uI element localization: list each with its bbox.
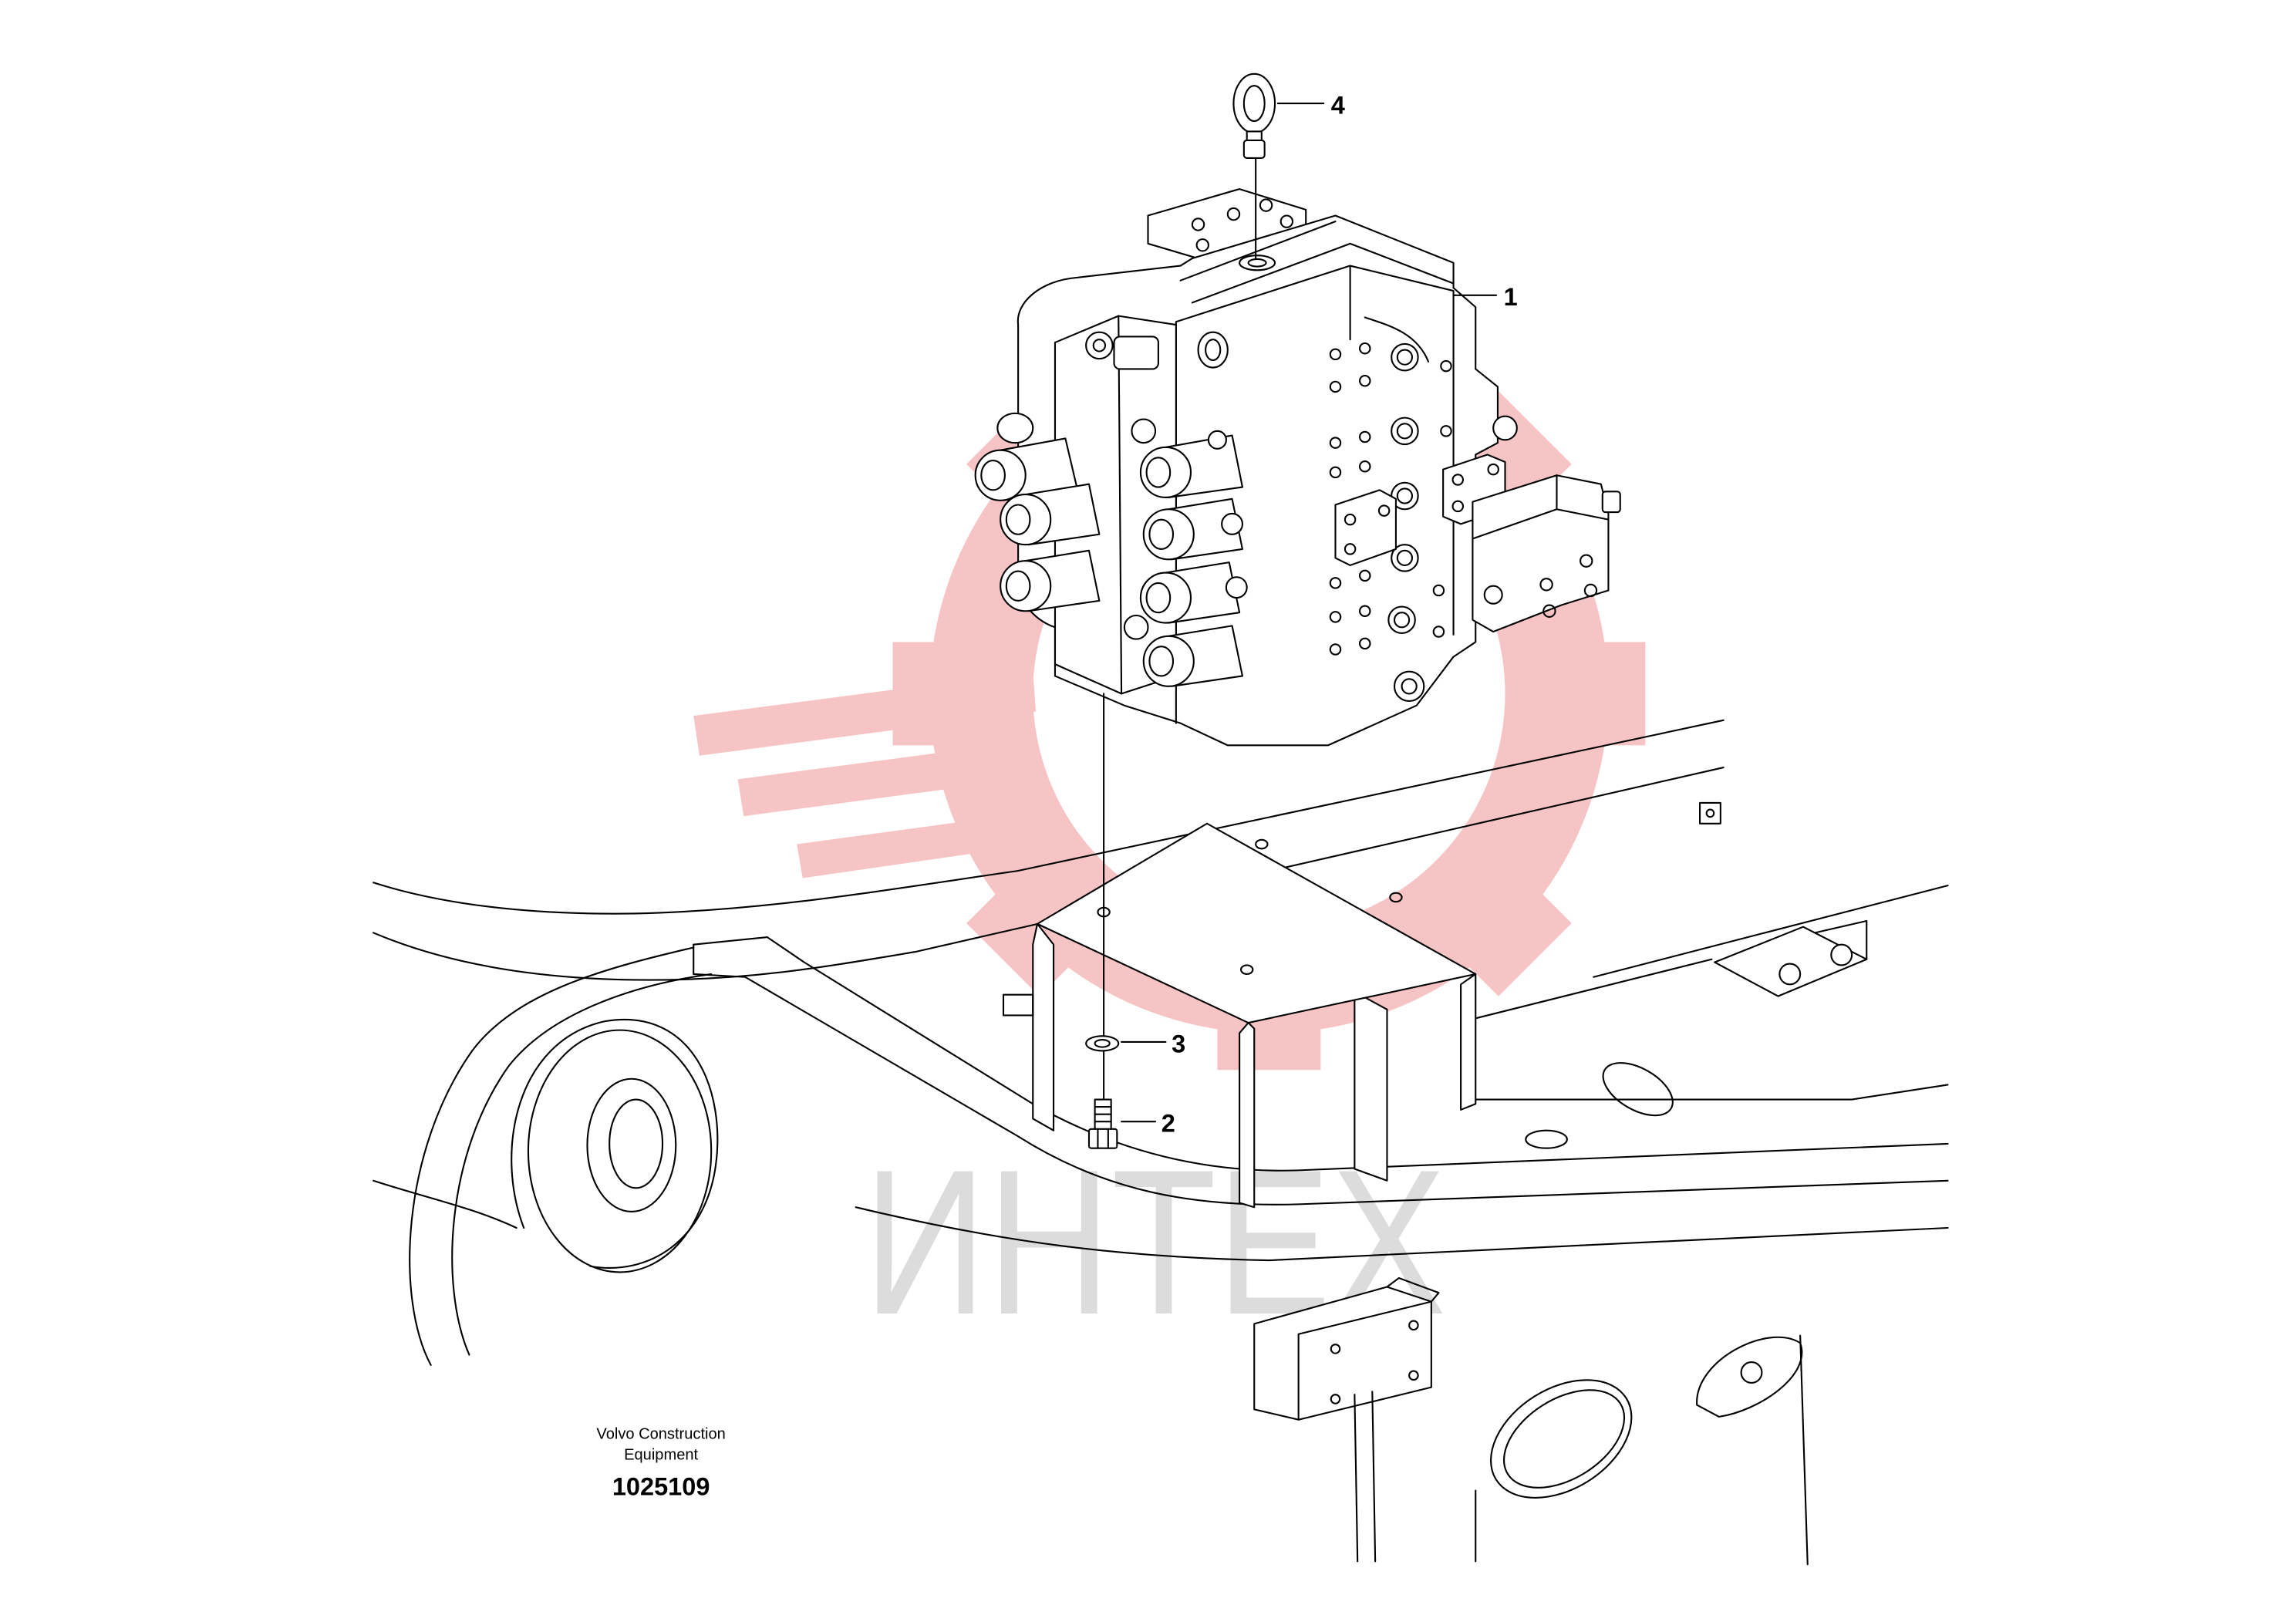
- hex-fitting: [1221, 512, 1243, 535]
- port: [1131, 418, 1157, 444]
- spool-cap: [1000, 483, 1101, 546]
- callout-2: 2: [1161, 1110, 1175, 1138]
- nut-icon: [1778, 963, 1802, 986]
- diagram-number: 1025109: [612, 1472, 710, 1500]
- hex-fitting: [1393, 670, 1425, 703]
- port: [1123, 614, 1149, 640]
- spool-cap: [1139, 561, 1241, 624]
- plug-fitting: [1113, 336, 1159, 370]
- hex-fitting: [1085, 331, 1114, 360]
- hex-fitting: [1225, 576, 1248, 599]
- boss-bore: [586, 1077, 677, 1212]
- frame-slot: [1602, 1062, 1674, 1117]
- side-valve: [1472, 474, 1610, 633]
- caption-line-1: Volvo Construction: [596, 1426, 725, 1443]
- control-valve: [974, 188, 1621, 747]
- watermark-speed-bars: [693, 671, 1037, 878]
- boss-outer: [527, 1029, 713, 1273]
- bracket-top-plate: [1036, 822, 1477, 1024]
- spool-cap: [1000, 549, 1101, 612]
- side-valve-fitting: [1601, 491, 1621, 514]
- callout-3: 3: [1172, 1030, 1185, 1057]
- hydraulic-pipe-inner: [451, 973, 713, 1356]
- bracket-hole: [1239, 964, 1254, 975]
- small-block: [1698, 801, 1721, 824]
- diagram-caption: Volvo Construction Equipment 1025109: [596, 1426, 725, 1501]
- bracket-hole: [1389, 892, 1403, 903]
- boss-housing: [511, 1019, 719, 1269]
- lifting-eye-hole: [1239, 255, 1276, 271]
- nut-icon: [1830, 943, 1853, 966]
- valve-sub-block: [1334, 489, 1397, 566]
- hex-screw: [1087, 1098, 1118, 1149]
- caption-line-2: Equipment: [624, 1446, 698, 1463]
- main-beam-bottom: [693, 973, 1949, 1206]
- nut-icon: [1740, 1361, 1763, 1384]
- hex-fitting: [1207, 430, 1227, 450]
- mounting-plate-right: [1714, 926, 1868, 997]
- port: [1197, 331, 1229, 369]
- frame-slot: [1490, 1379, 1633, 1499]
- port-holes: [1329, 342, 1452, 656]
- spool-cap: [1142, 497, 1243, 561]
- hex-fitting: [1492, 415, 1518, 441]
- exploded-parts: [1085, 73, 1498, 1149]
- valve-mounting-bracket: [1002, 822, 1477, 1209]
- lifting-eye-bolt: [1232, 73, 1276, 159]
- bracket-hole: [1255, 838, 1269, 850]
- main-ports: [1387, 342, 1419, 635]
- washer: [1085, 1035, 1120, 1052]
- callout-4: 4: [1331, 91, 1345, 119]
- callout-1: 1: [1504, 283, 1518, 311]
- spool-cap: [1142, 625, 1243, 687]
- hydraulic-pipe-outer: [409, 946, 695, 1366]
